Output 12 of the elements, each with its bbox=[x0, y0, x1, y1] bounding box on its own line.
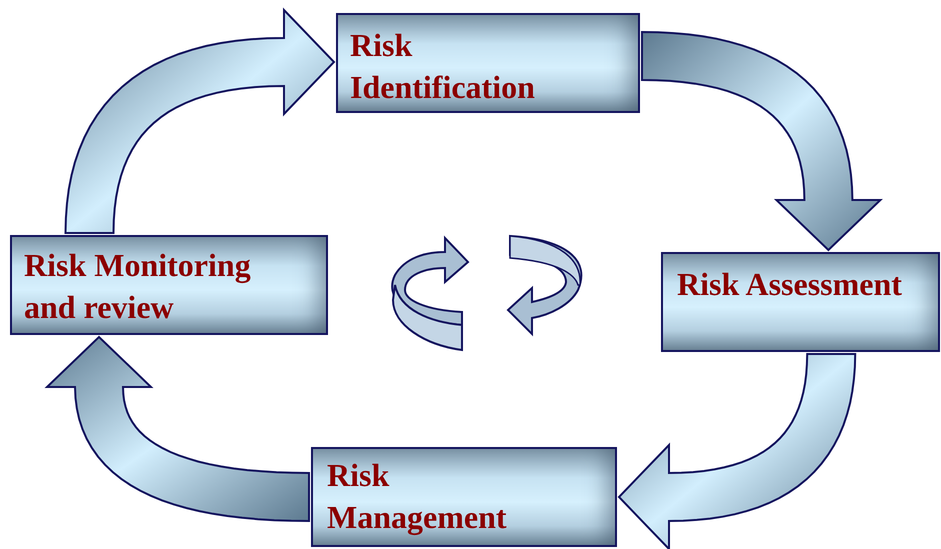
box-label: Risk Assessment bbox=[677, 265, 903, 304]
block-arrow bbox=[618, 353, 856, 549]
box-label: Risk Identification bbox=[350, 26, 536, 107]
process-box bbox=[661, 252, 940, 352]
block-arrow bbox=[64, 8, 336, 234]
box-label: Risk Monitoring and review bbox=[24, 246, 252, 327]
process-box bbox=[336, 13, 640, 113]
block-arrow bbox=[641, 30, 883, 252]
process-box bbox=[311, 447, 617, 547]
block-arrow bbox=[44, 336, 310, 522]
process-box bbox=[10, 235, 328, 335]
box-label: Risk Management bbox=[327, 456, 508, 538]
